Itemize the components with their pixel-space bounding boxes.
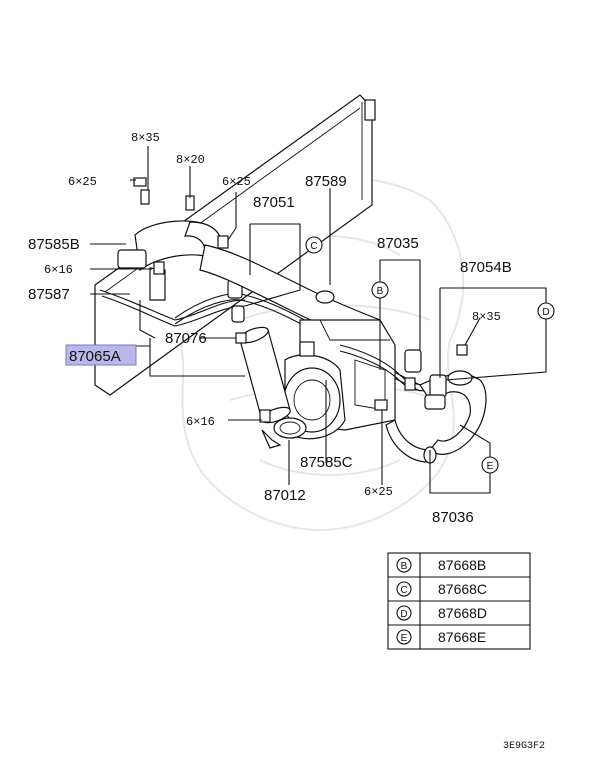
label-87035[interactable]: 87035 bbox=[377, 235, 419, 252]
callout-d: D bbox=[537, 302, 555, 320]
legend-key-b: B bbox=[401, 561, 408, 572]
dim-6x25-mid: 6×25 bbox=[222, 175, 251, 189]
condenser-pipe-cluster bbox=[99, 220, 246, 339]
label-87587[interactable]: 87587 bbox=[28, 286, 70, 303]
label-87036[interactable]: 87036 bbox=[432, 509, 474, 526]
svg-text:B: B bbox=[377, 286, 384, 297]
dim-6x16-upper: 6×16 bbox=[44, 263, 73, 277]
diagram-code: 3E9G3F2 bbox=[503, 741, 545, 752]
dim-6x25-bottom: 6×25 bbox=[364, 485, 393, 499]
legend-part-87668D[interactable]: 87668D bbox=[438, 605, 487, 621]
dim-8x20: 8×20 bbox=[176, 153, 205, 167]
part-highlight bbox=[65, 344, 137, 366]
label-87051[interactable]: 87051 bbox=[253, 194, 295, 211]
svg-text:C: C bbox=[310, 241, 317, 252]
bolts bbox=[133, 177, 468, 423]
callout-c: C bbox=[305, 236, 323, 254]
svg-text:E: E bbox=[487, 461, 494, 472]
callout-b: B bbox=[371, 281, 389, 299]
label-87585B[interactable]: 87585B bbox=[28, 236, 80, 253]
svg-text:D: D bbox=[542, 307, 549, 318]
legend-part-87668B[interactable]: 87668B bbox=[438, 557, 486, 573]
legend-key-d: D bbox=[400, 609, 407, 620]
bracket-87012 bbox=[261, 417, 307, 449]
legend-key-c: C bbox=[400, 585, 407, 596]
legend-part-87668E[interactable]: 87668E bbox=[438, 629, 486, 645]
legend-table: B 87668B C 87668C D 87668D E 87668E bbox=[387, 552, 531, 650]
dim-6x16-lower: 6×16 bbox=[186, 415, 215, 429]
label-87054B[interactable]: 87054B bbox=[460, 259, 512, 276]
label-87076[interactable]: 87076 bbox=[165, 330, 207, 347]
label-87065A[interactable]: 87065A bbox=[69, 348, 121, 365]
dim-6x25-left: 6×25 bbox=[68, 175, 97, 189]
dim-8x35-right: 8×35 bbox=[472, 310, 501, 324]
callout-e: E bbox=[481, 456, 499, 474]
dim-8x35-top: 8×35 bbox=[131, 131, 160, 145]
label-87585C[interactable]: 87585C bbox=[300, 454, 353, 471]
legend-part-87668C[interactable]: 87668C bbox=[438, 581, 487, 597]
leader-lines bbox=[90, 146, 547, 494]
label-87012[interactable]: 87012 bbox=[264, 487, 306, 504]
legend-key-e: E bbox=[401, 633, 408, 644]
label-87589[interactable]: 87589 bbox=[305, 173, 347, 190]
